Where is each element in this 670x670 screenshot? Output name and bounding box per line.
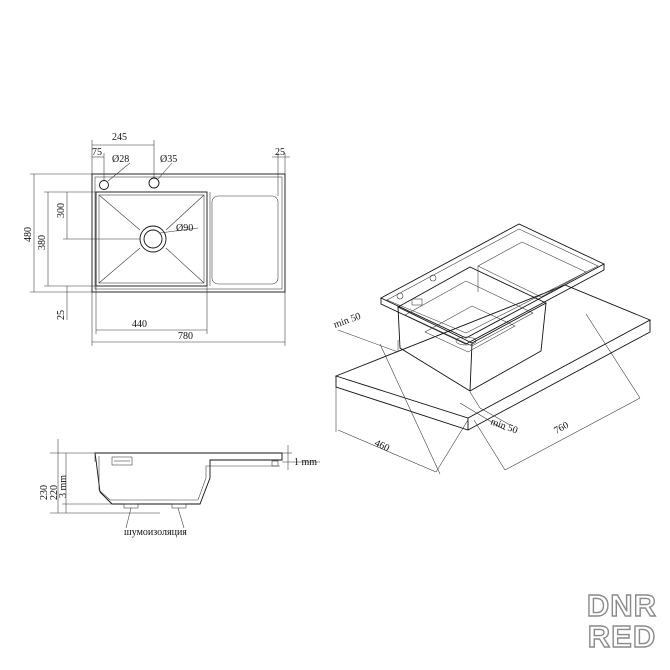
sink-rim <box>379 223 606 339</box>
tap-hole-35 <box>148 177 160 189</box>
dim-min50-right: min 50 <box>489 416 519 436</box>
dim-780: 780 <box>178 331 193 342</box>
tap-hole-28 <box>99 180 109 190</box>
dim-25-top: 25 <box>275 147 285 158</box>
dim-diameter-28: Ø28 <box>112 154 129 165</box>
top-view: 245 75 Ø28 Ø35 25 Ø90 440 780 300 480 38… <box>23 132 290 346</box>
dim-440: 440 <box>132 319 147 330</box>
dim-1mm: 1 mm <box>294 457 317 468</box>
iso-view: min 50 min 50 460 760 <box>332 223 652 475</box>
drainboard-outline <box>211 195 279 285</box>
dim-245: 245 <box>112 132 127 143</box>
dim-diameter-35: Ø35 <box>160 154 177 165</box>
sink-section-outline <box>94 452 283 505</box>
dim-480: 480 <box>23 227 34 242</box>
dim-25-left: 25 <box>56 310 67 320</box>
dim-min50-left: min 50 <box>332 311 362 331</box>
section-view: 230 220 3 mm 1 mm шумоизоляция <box>39 439 320 538</box>
dim-75: 75 <box>92 147 102 158</box>
drainboard-iso <box>477 241 587 298</box>
dim-3mm: 3 mm <box>58 475 69 498</box>
watermark-logo: DNR RED <box>586 588 658 654</box>
dim-diameter-90: Ø90 <box>176 223 193 234</box>
dim-760: 760 <box>552 420 570 437</box>
dim-230: 230 <box>39 485 50 500</box>
insulation-label: шумоизоляция <box>124 527 187 538</box>
sink-outline <box>91 173 286 293</box>
dim-300: 300 <box>56 203 67 218</box>
dim-380: 380 <box>37 235 48 250</box>
dim-220: 220 <box>49 485 60 500</box>
